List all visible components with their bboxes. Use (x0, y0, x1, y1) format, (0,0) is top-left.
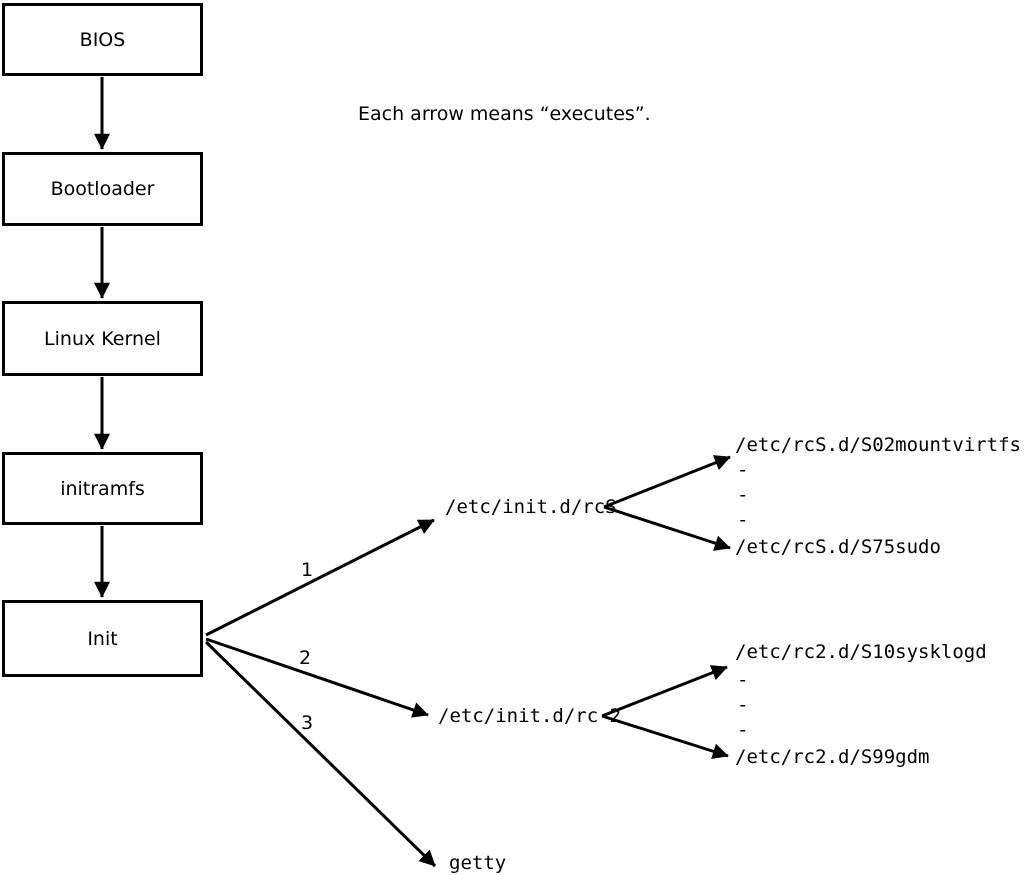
script-S10sysklogd: /etc/rc2.d/S10sysklogd (735, 641, 987, 663)
ellipsis-dash: - (737, 484, 749, 506)
script-rcS: /etc/init.d/rcS (445, 496, 617, 518)
box-bootloader: Bootloader (2, 152, 203, 226)
arrow-rc2-to-S10sysklogd-icon (601, 665, 728, 718)
arrow-rc2-to-S99gdm-icon (601, 714, 729, 760)
arrow-rcS-to-S02mountvirtfs-icon (603, 455, 731, 509)
script-S75sudo: /etc/rcS.d/S75sudo (735, 536, 941, 558)
box-initramfs: initramfs (2, 452, 203, 525)
arrow-init-to-getty-icon (204, 640, 437, 868)
box-linux-kernel: Linux Kernel (2, 301, 203, 376)
box-bios-label: BIOS (79, 28, 126, 51)
branch-order-1: 1 (300, 559, 314, 581)
script-getty: getty (449, 852, 507, 874)
box-init: Init (2, 600, 203, 677)
ellipsis-dash: - (737, 694, 749, 716)
caption: Each arrow means “executes”. (358, 103, 651, 125)
script-rc2: /etc/init.d/rc 2 (438, 705, 622, 727)
branch-order-3: 3 (300, 712, 314, 734)
script-S02mountvirtfs: /etc/rcS.d/S02mountvirtfs (735, 434, 1021, 456)
script-S99gdm: /etc/rc2.d/S99gdm (735, 746, 930, 768)
branch-order-2: 2 (298, 647, 312, 669)
ellipsis-dash: - (737, 669, 749, 691)
ellipsis-dash: - (737, 459, 749, 481)
ellipsis-dash: - (737, 719, 749, 741)
box-linux-kernel-label: Linux Kernel (44, 327, 161, 350)
box-init-label: Init (87, 627, 118, 650)
arrow-init-to-rcS-icon (205, 518, 435, 637)
arrow-init-to-rc2-icon (205, 637, 429, 718)
box-bios: BIOS (2, 3, 203, 76)
ellipsis-dash: - (737, 509, 749, 531)
box-initramfs-label: initramfs (60, 477, 145, 500)
box-bootloader-label: Bootloader (50, 178, 155, 200)
arrow-rcS-to-S75sudo-icon (603, 505, 731, 551)
